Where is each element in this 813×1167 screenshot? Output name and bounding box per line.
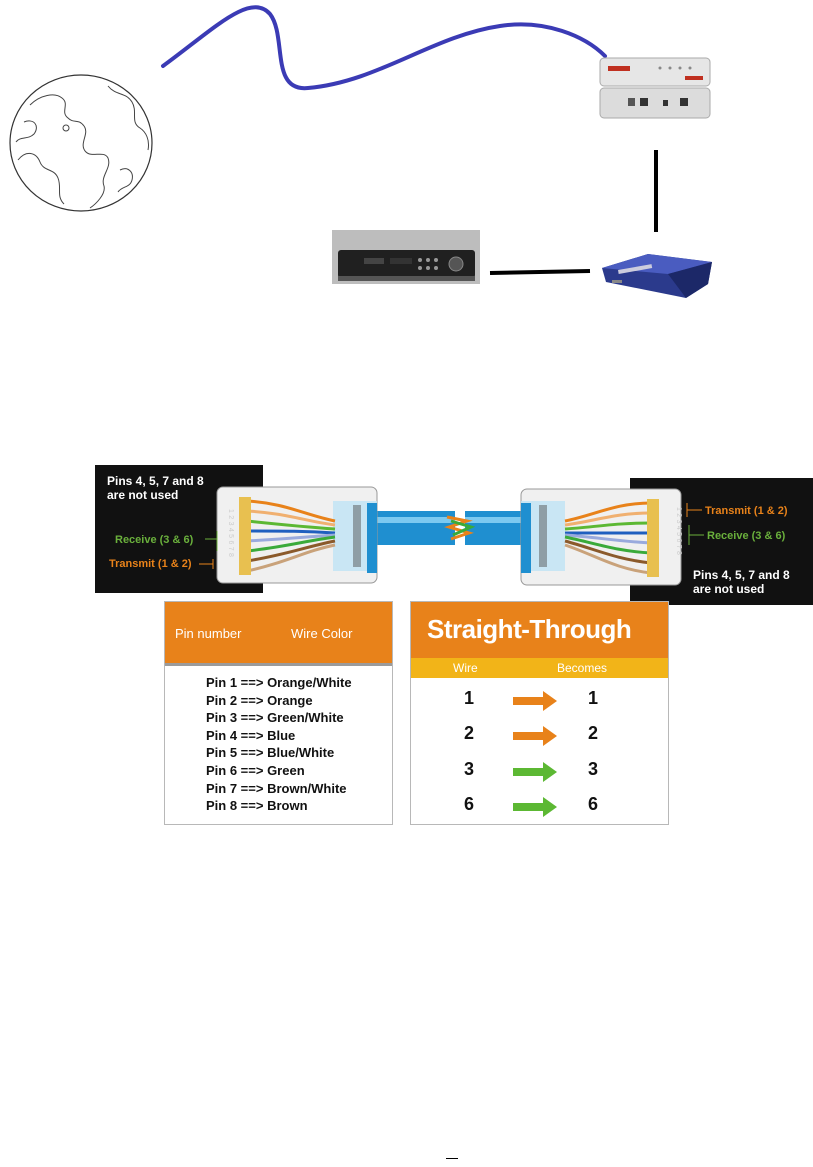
arrow-right-icon (513, 797, 557, 817)
pin-row: Pin 8 ==> Brown (206, 798, 308, 814)
pin-row: Pin 6 ==> Green (206, 762, 305, 778)
straight-through-title: Straight-Through (427, 614, 632, 644)
internet-connection-line (161, 5, 607, 91)
pin-row: Pin 2 ==> Orange (206, 692, 313, 708)
pin-row: Pin 7 ==> Brown/White (206, 780, 347, 796)
right-rj45-plug (520, 488, 682, 586)
mapping-row: 2 2 (411, 723, 668, 753)
pin-row: Pin 3 ==> Green/White (206, 710, 344, 726)
becomes-number: 2 (587, 723, 598, 743)
cable-illustration: Pins 4, 5, 7 and 8 are not used Receive … (95, 465, 813, 605)
page-marker (446, 1158, 458, 1159)
wire-number: 6 (463, 794, 474, 814)
pin-color-table: Pin number Wire Color Pin 1 ==> Orange/W… (164, 601, 393, 825)
arrow-right-icon (513, 726, 557, 746)
right-pin-numbers: 12345678 (675, 507, 682, 557)
becomes-number: 6 (587, 794, 598, 814)
pin-table-header: Pin number Wire Color (165, 602, 392, 663)
pin-list: Pin 1 ==> Orange/White Pin 2 ==> Orange … (206, 674, 352, 815)
wire-number: 2 (463, 723, 474, 743)
mapping-row: 1 1 (411, 688, 668, 718)
left-unused-pins-note-line1: Pins 4, 5, 7 and 8 (107, 474, 204, 488)
arrow-right-icon (513, 762, 557, 782)
becomes-number: 3 (587, 759, 598, 779)
left-rj45-plug (216, 486, 378, 584)
right-unused-pins-note-line2: are not used (693, 582, 764, 596)
wire-number: 1 (463, 688, 474, 708)
straight-through-header: Straight-Through (411, 602, 668, 658)
dvr-to-router-cable (489, 269, 591, 275)
arrow-right-icon (513, 691, 557, 711)
globe-icon (9, 74, 153, 212)
dvr-recorder-icon (332, 230, 480, 284)
pin-row: Pin 5 ==> Blue/White (206, 745, 335, 761)
becomes-number: 1 (587, 688, 598, 708)
pin-number-header: Pin number (175, 626, 242, 641)
straight-through-table: Straight-Through Wire Becomes 1 1 2 2 3 … (410, 601, 669, 825)
router-icon (602, 254, 712, 298)
pin-table-divider (165, 663, 392, 666)
network-topology (9, 5, 712, 298)
wire-number: 3 (463, 759, 474, 779)
left-pin-numbers: 12345678 (227, 509, 234, 559)
left-unused-pins-note-line2: are not used (107, 488, 178, 502)
left-receive-label: Receive (3 & 6) (115, 534, 194, 546)
right-receive-label: Receive (3 & 6) (707, 530, 786, 542)
modem-icon (599, 57, 711, 119)
wire-column-header: Wire (453, 661, 478, 675)
mapping-row: 3 3 (411, 759, 668, 789)
pin-row: Pin 4 ==> Blue (206, 727, 296, 743)
right-unused-pins-note-line1: Pins 4, 5, 7 and 8 (693, 568, 790, 582)
left-transmit-label: Transmit (1 & 2) (109, 558, 192, 570)
right-transmit-label: Transmit (1 & 2) (705, 505, 788, 517)
wire-color-header: Wire Color (291, 626, 353, 641)
straight-through-subheader: Wire Becomes (411, 658, 668, 678)
pin-row: Pin 1 ==> Orange/White (206, 675, 352, 690)
becomes-column-header: Becomes (557, 661, 608, 675)
mapping-row: 6 6 (411, 794, 668, 824)
